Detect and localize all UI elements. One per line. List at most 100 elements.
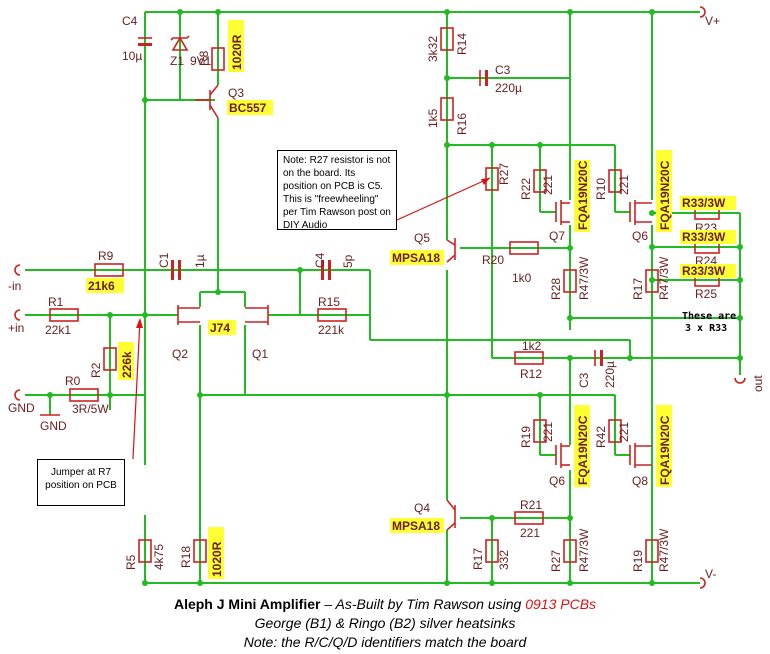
value-r22: 221 — [541, 175, 555, 195]
terminal-vminus — [699, 577, 706, 589]
value-r18: 1020R — [210, 541, 224, 577]
capacitor-c3-bottom — [594, 350, 603, 366]
note-arrow-jumper — [132, 319, 141, 460]
label-r28: R28 — [549, 278, 563, 300]
value-r2: 226k — [120, 351, 134, 378]
resistor-r19-221 — [533, 419, 547, 443]
label-r14: R14 — [455, 33, 469, 55]
resistor-r20 — [509, 241, 539, 255]
label-r27b: R27 — [549, 550, 563, 572]
resistor-r2 — [103, 347, 117, 371]
capacitor-c1 — [171, 260, 181, 280]
value-c4: 10µ — [122, 49, 142, 63]
value-r19a: 221 — [541, 422, 555, 442]
label-r18: R18 — [179, 546, 193, 568]
note-r33-line1: These are — [682, 311, 736, 322]
value-q8: FQA19N20C — [658, 415, 672, 485]
capacitor-c3-top — [479, 70, 488, 86]
caption-subtitle: – As-Built by Tim Rawson using — [320, 596, 526, 612]
transistor-q5 — [446, 238, 456, 263]
resistor-r18 — [193, 539, 207, 563]
caption-line-3: Note: the R/C/Q/D identifiers match the … — [243, 634, 527, 650]
value-r9: 21k6 — [88, 279, 115, 293]
label-c4: C4 — [122, 14, 138, 28]
label-q3: Q3 — [228, 86, 244, 100]
value-c3a: 220µ — [495, 81, 522, 95]
value-r8: 1020R — [230, 34, 244, 70]
label-r27a: R27 — [497, 163, 511, 185]
components — [14, 6, 746, 589]
label-q5: Q5 — [414, 231, 430, 245]
label-c3b: C3 — [577, 372, 591, 388]
label-r10: R10 — [594, 178, 608, 200]
label-r1: R1 — [48, 295, 64, 309]
value-r24: R33/3W — [682, 230, 726, 244]
label-j74: J74 — [210, 321, 230, 335]
mosfet-q6-top — [629, 200, 652, 225]
value-q4: MPSA18 — [392, 519, 440, 533]
caption-title: Aleph J Mini Amplifier — [173, 596, 321, 612]
value-r20: 1k0 — [512, 271, 532, 285]
value-q6b: FQA19N20C — [576, 415, 590, 485]
labels: V+ V- out -in +in GND GND C4 10µ Z1 9V1 … — [8, 14, 765, 581]
value-c4b: 5p — [341, 254, 355, 268]
note-arrow-r27 — [396, 177, 491, 221]
capacitor-c4-small — [321, 260, 331, 280]
mosfet-q7 — [555, 200, 570, 225]
transistor-q4 — [446, 499, 456, 531]
resistor-r10 — [608, 169, 622, 193]
label-q1: Q1 — [252, 347, 268, 361]
label-r19b: R19 — [631, 550, 645, 572]
note-r33-line2: 3 x R33 — [685, 323, 727, 334]
value-q6a: FQA19N20C — [658, 160, 672, 230]
resistor-r17-bottom — [485, 539, 499, 563]
value-r15: 221k — [318, 323, 345, 337]
resistor-r16 — [440, 97, 454, 121]
value-q7: FQA19N20C — [576, 160, 590, 230]
transistor-q3 — [195, 84, 219, 119]
label-z1: Z1 — [170, 54, 184, 68]
label-r19a: R19 — [519, 426, 533, 448]
capacitor-c4-electrolytic — [138, 37, 152, 46]
value-r10: 221 — [617, 175, 631, 195]
value-q5: MPSA18 — [392, 251, 440, 265]
caption: Aleph J Mini Amplifier – As-Built by Tim… — [0, 595, 770, 652]
resistor-r17-top — [645, 269, 659, 293]
mosfet-q6-bottom — [555, 443, 570, 468]
value-r25: R33/3W — [682, 264, 726, 278]
label-q6a: Q6 — [632, 229, 648, 243]
value-c3b: 220µ — [603, 361, 617, 388]
label-r5: R5 — [124, 554, 138, 570]
resistor-r19-bottom — [645, 539, 659, 563]
label-gnd-symbol: GND — [40, 419, 67, 433]
label-r8: R8 — [197, 50, 211, 66]
terminal-neg-in — [14, 264, 21, 276]
resistor-r42 — [608, 419, 622, 443]
value-r17b: 332 — [497, 550, 511, 570]
terminal-gnd — [14, 389, 21, 401]
value-r14: 3k32 — [426, 36, 440, 62]
resistor-r21 — [514, 511, 544, 525]
terminal-pos-in — [14, 309, 21, 321]
value-r42: 221 — [617, 422, 631, 442]
caption-line-2: George (B1) & Ringo (B2) silver heatsink… — [254, 615, 516, 631]
label-q6b: Q6 — [549, 474, 565, 488]
label-pos-in: +in — [8, 321, 24, 335]
resistor-r28 — [563, 269, 577, 293]
label-r25: R25 — [695, 287, 717, 301]
value-r19b: R47/3W — [657, 528, 671, 572]
label-r20: R20 — [482, 253, 504, 267]
label-r16: R16 — [455, 113, 469, 135]
terminal-out — [734, 377, 746, 384]
label-q7: Q7 — [549, 229, 565, 243]
label-q4: Q4 — [414, 501, 430, 515]
resistor-r27-bottom — [563, 539, 577, 563]
resistor-r5 — [138, 539, 152, 563]
label-c3a: C3 — [495, 63, 511, 77]
label-vminus: V- — [705, 567, 716, 581]
label-r2: R2 — [89, 362, 103, 378]
terminal-vplus — [699, 6, 706, 18]
resistor-r12 — [514, 351, 544, 365]
caption-pcb: 0913 PCBs — [525, 596, 597, 612]
label-r42: R42 — [594, 426, 608, 448]
